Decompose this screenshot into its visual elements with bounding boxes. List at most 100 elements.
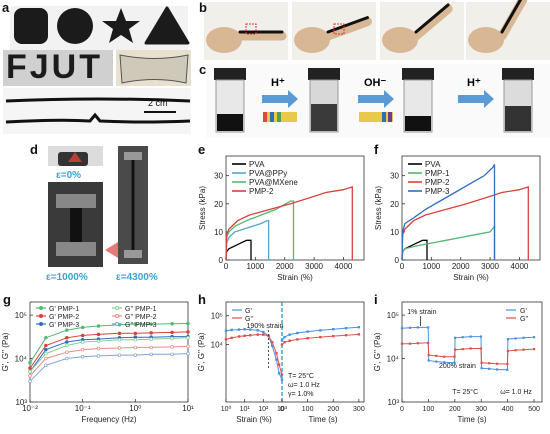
- data-point: [262, 333, 265, 336]
- x-tick-label: 200: [449, 406, 461, 413]
- data-point: [149, 337, 153, 341]
- data-point: [170, 322, 174, 326]
- data-point: [243, 327, 246, 331]
- data-point: [170, 336, 174, 341]
- data-point: [283, 341, 286, 344]
- data-point: [357, 333, 361, 336]
- legend-label: G'' PMP-3: [125, 322, 157, 329]
- series-line: [29, 353, 189, 382]
- data-point: [344, 334, 348, 337]
- data-point: [427, 354, 430, 357]
- data-point: [133, 345, 138, 350]
- x-tick-label: 1000: [246, 262, 264, 271]
- panel-label-b: b: [199, 0, 207, 15]
- data-point: [277, 363, 281, 366]
- data-point: [427, 359, 430, 362]
- y-tick-label: 10⁵: [387, 311, 399, 320]
- x-tick-label: 10²: [258, 406, 269, 413]
- series-line-pmp-2: [225, 186, 353, 261]
- x-tick-label: 300: [353, 406, 365, 413]
- x-tick-label: 0: [224, 262, 229, 271]
- data-point: [532, 336, 536, 339]
- data-point: [186, 344, 190, 349]
- condition-text: ω= 1.0 Hz: [288, 382, 320, 389]
- y-axis-label: G', G'' (Pa): [1, 332, 10, 371]
- y-tick-label: 10³: [15, 398, 27, 407]
- legend-label: PMP-3: [425, 187, 450, 196]
- x-tick-label: 2000: [276, 262, 294, 271]
- strain-0-label: ε=0%: [56, 170, 82, 181]
- data-point: [506, 349, 510, 352]
- series-line: [29, 323, 189, 364]
- data-point: [44, 351, 48, 356]
- legend-marker: [39, 306, 43, 310]
- hand-palm: [206, 27, 242, 53]
- panel-b-photos: [204, 0, 550, 60]
- data-point: [256, 333, 259, 336]
- data-point: [237, 335, 241, 338]
- data-point: [44, 363, 48, 368]
- data-point: [117, 346, 122, 350]
- x-tick-label: 300: [475, 406, 487, 413]
- y-tick-label: 10⁴: [15, 355, 28, 364]
- data-point: [427, 326, 430, 329]
- legend-label: G'': [520, 316, 528, 323]
- series-line: [29, 331, 189, 369]
- data-point: [357, 325, 361, 329]
- y-tick-label: 0: [219, 256, 224, 265]
- legend-label: PVA: [425, 160, 441, 169]
- condition-text: T= 25°C: [288, 372, 314, 380]
- data-point: [186, 321, 190, 326]
- data-point: [453, 348, 457, 351]
- y-tick-label: 10: [214, 228, 223, 237]
- x-tick-label: 10⁻¹: [75, 404, 91, 413]
- data-point: [319, 329, 322, 332]
- series-line: [29, 337, 189, 372]
- hydrogel-strip: [326, 16, 369, 34]
- data-point: [461, 347, 464, 351]
- y-tick-label: 10⁵: [211, 312, 223, 321]
- x-tick-label: 500: [528, 406, 540, 413]
- hand-palm: [382, 27, 418, 53]
- series-line-pmp-1: [401, 224, 496, 261]
- data-point: [133, 322, 138, 326]
- data-point: [96, 339, 101, 343]
- panel-label-i: i: [374, 292, 378, 307]
- y-axis-label: G', G'' (Pa): [373, 332, 382, 371]
- data-point: [275, 351, 278, 355]
- data-point: [469, 347, 472, 350]
- series-line: [29, 336, 188, 372]
- x-tick-label: 4000: [335, 262, 353, 271]
- panel-label-d: d: [30, 142, 38, 157]
- legend-label: PVA@PPy: [249, 169, 287, 178]
- y-tick-label: 10: [390, 228, 399, 237]
- x-tick-label: 10⁰: [129, 404, 141, 413]
- y-tick-label: 30: [214, 172, 223, 181]
- data-point: [170, 352, 174, 357]
- x-axis-label-time: Time (s): [308, 415, 337, 424]
- x-tick-label: 3000: [481, 262, 499, 271]
- hand-palm: [468, 27, 504, 53]
- data-point: [453, 336, 457, 339]
- data-point: [133, 331, 138, 336]
- x-tick-label: 10¹: [240, 406, 251, 413]
- legend-label: G'' PMP-2: [125, 314, 157, 321]
- data-point: [65, 343, 69, 348]
- y-tick-label: 0: [395, 256, 400, 265]
- scale-bar-label: 2 cm: [148, 98, 168, 108]
- data-point: [296, 331, 299, 335]
- x-tick-label: 0: [400, 262, 405, 271]
- data-point: [275, 358, 278, 361]
- series-line: [225, 328, 283, 380]
- data-point: [288, 339, 291, 342]
- data-point: [186, 330, 190, 334]
- panel-d: d ε=0% ε=1000% ε=4300%: [0, 142, 196, 292]
- data-point: [506, 338, 510, 341]
- data-point: [319, 335, 322, 339]
- data-point: [306, 337, 309, 340]
- y-tick-label: 10³: [387, 398, 399, 407]
- data-point: [243, 334, 246, 338]
